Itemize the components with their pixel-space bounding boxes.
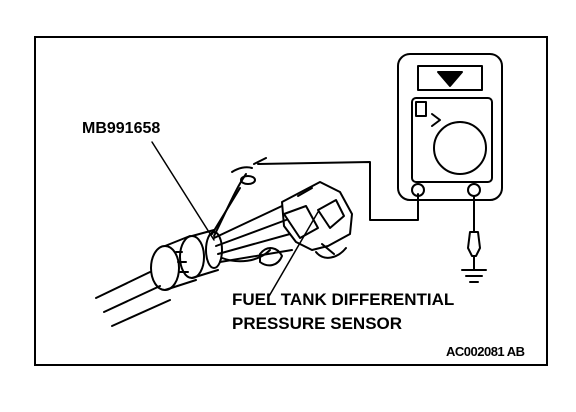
multimeter-icon — [397, 53, 503, 201]
harness-wires — [95, 271, 171, 327]
figure-frame — [34, 36, 548, 366]
positive-probe-lead — [257, 161, 419, 221]
ground-symbol-icon — [461, 269, 487, 283]
figure-code-label: AC002081 AB — [446, 344, 525, 359]
negative-probe-lead — [467, 195, 481, 271]
sensor-name-label: FUEL TANK DIFFERENTIAL PRESSURE SENSOR — [232, 288, 454, 336]
tool-leader-line — [151, 141, 215, 241]
harness-connector — [150, 229, 223, 291]
sensor-name-line-2: PRESSURE SENSOR — [232, 314, 403, 333]
pressure-sensor-body — [281, 181, 353, 259]
sensor-leader-line — [267, 211, 319, 299]
sensor-name-line-1: FUEL TANK DIFFERENTIAL — [232, 290, 455, 309]
test-harness-tool — [211, 157, 293, 267]
tool-number-label: MB991658 — [82, 120, 161, 137]
